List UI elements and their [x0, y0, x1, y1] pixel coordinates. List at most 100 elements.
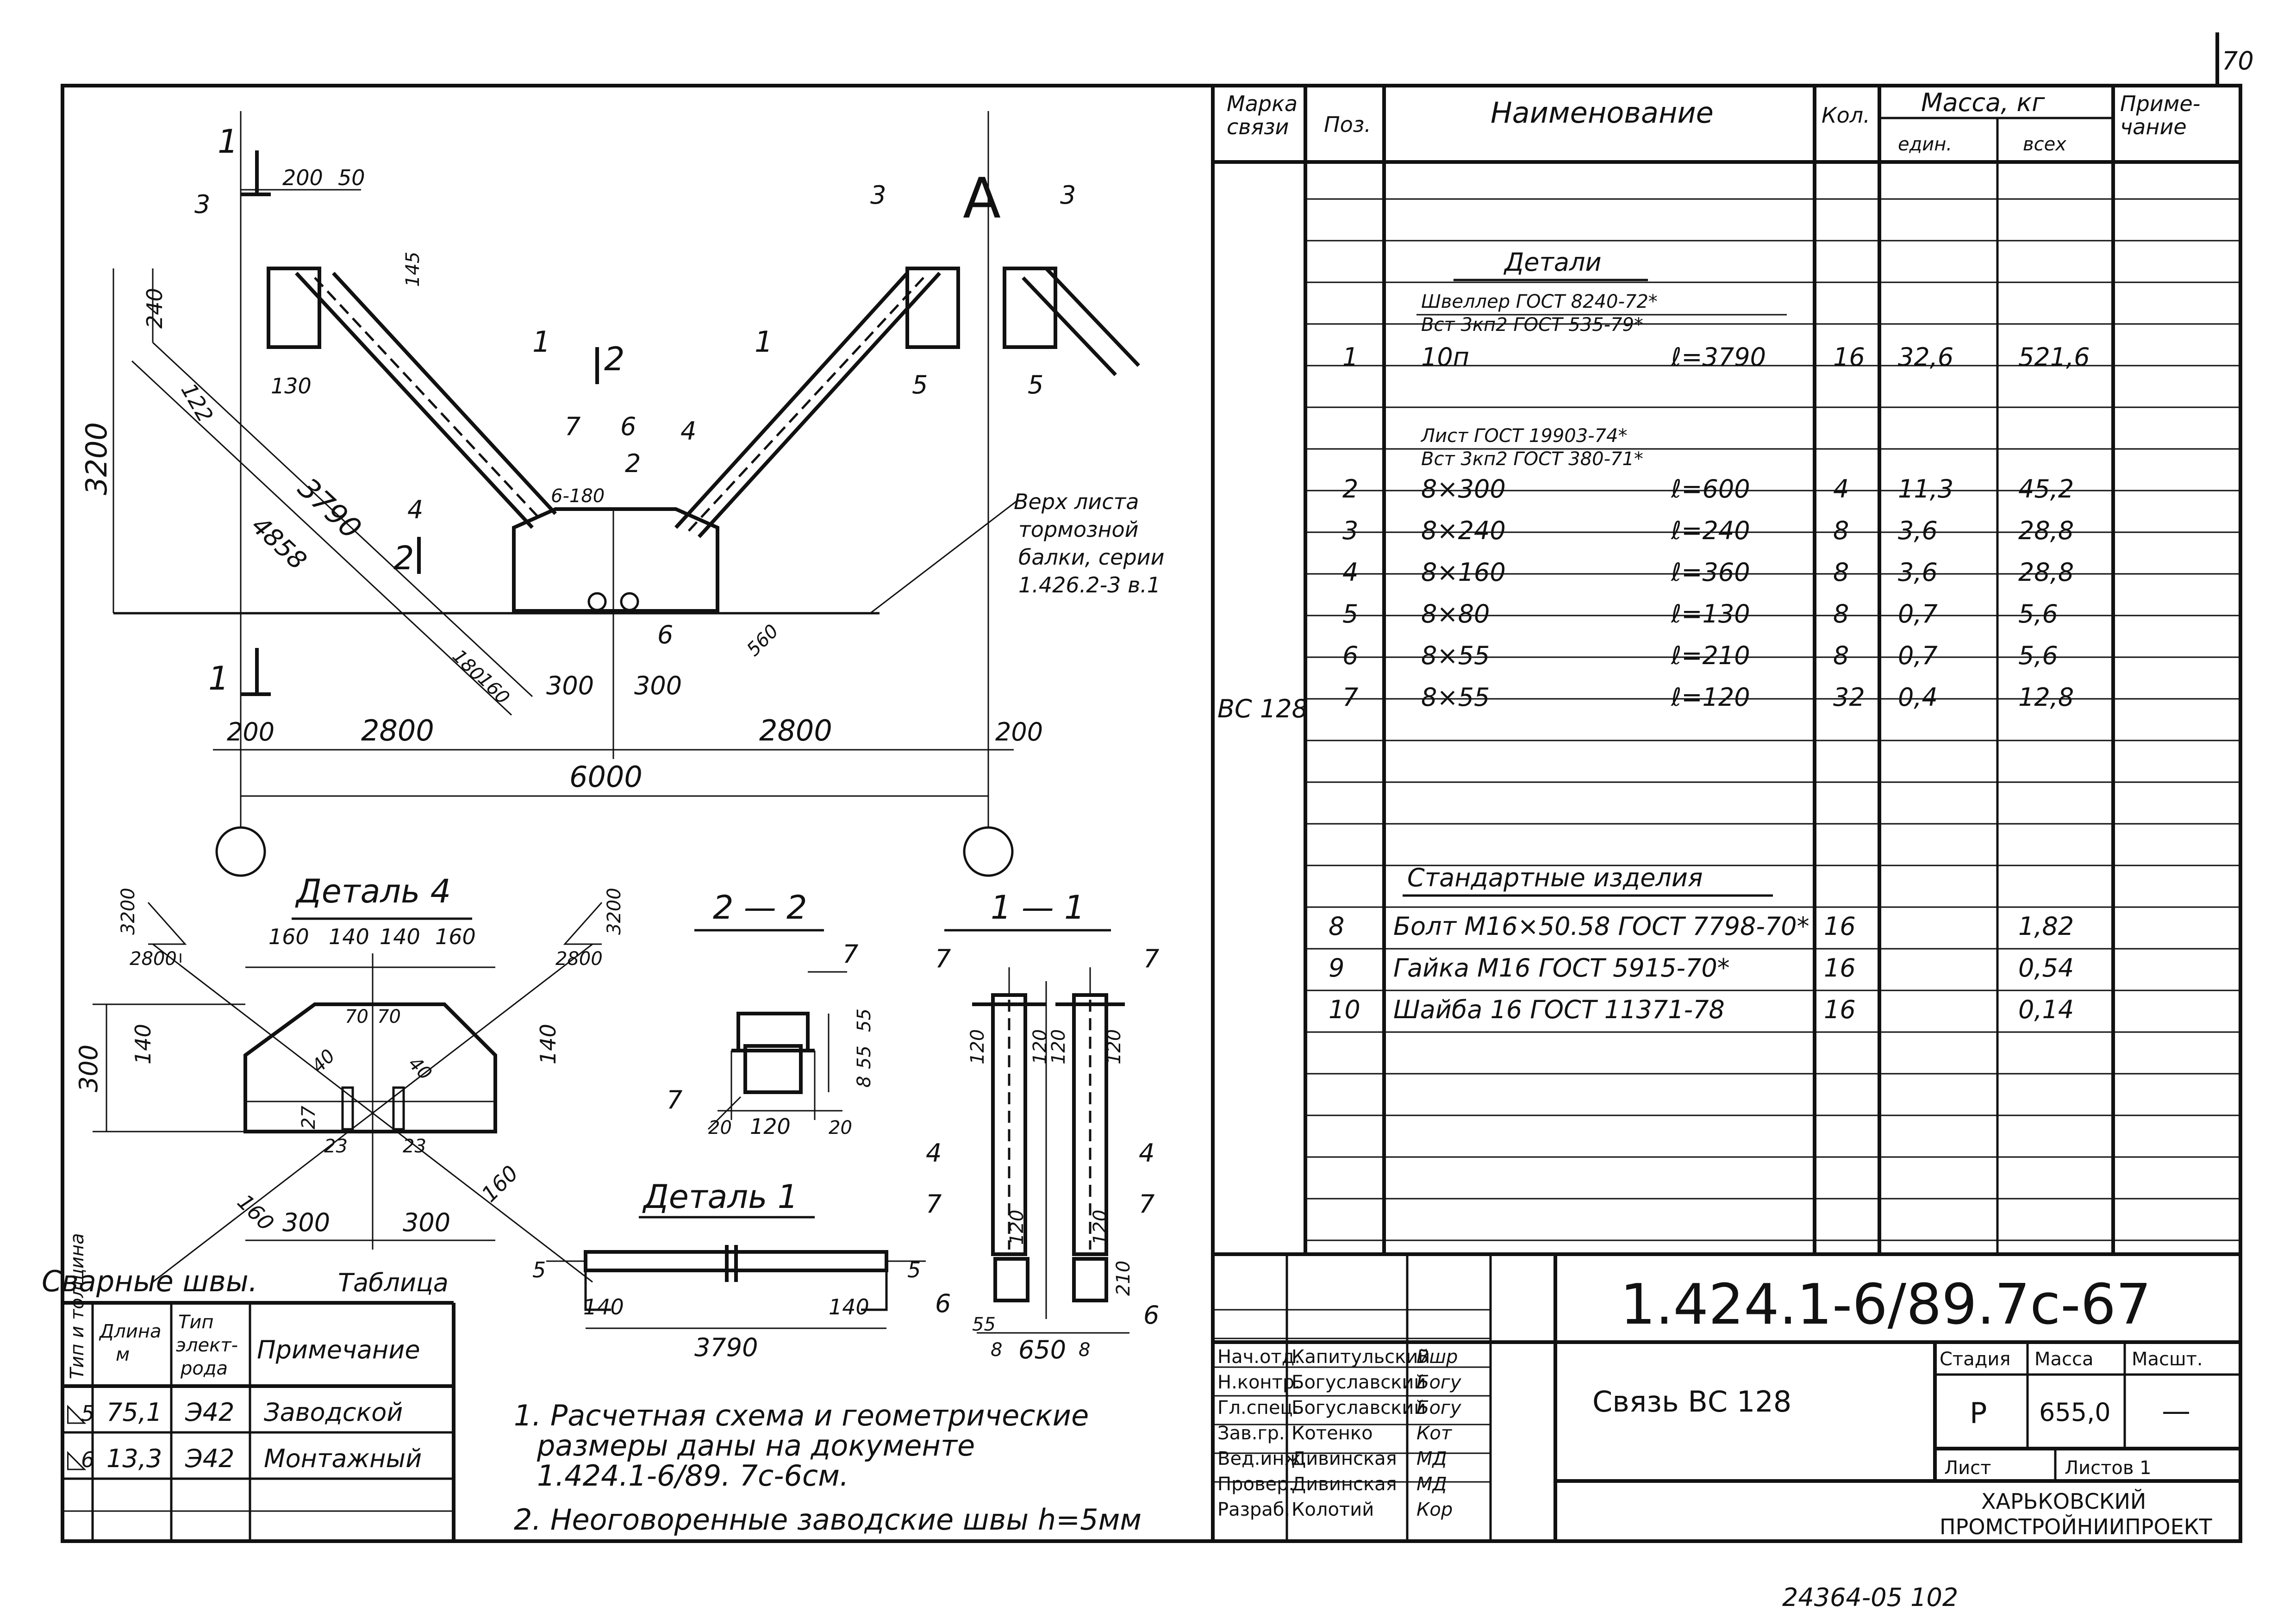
s11-pos-3: 4	[926, 1139, 942, 1168]
d4-dim-16: 27	[298, 1106, 319, 1129]
dim-edge-left: 200	[227, 717, 275, 747]
org-line-2: ПРОМСТРОЙНИИПРОЕКТ	[1940, 1514, 2212, 1539]
title-block-person: Богуславский	[1292, 1372, 1426, 1393]
pos-3-right: 3	[1060, 180, 1076, 210]
weld-header-length-unit: м	[116, 1344, 130, 1365]
spec-row-unit-mass: 32,6	[1898, 342, 1953, 372]
sheet-frame	[61, 84, 2242, 1543]
dim-50: 50	[338, 165, 365, 190]
spec-header-mark: Марка	[1227, 91, 1298, 116]
org-line-1: ХАРЬКОВСКИЙ	[1981, 1489, 2146, 1514]
d4-dim-18: 23	[403, 1136, 426, 1157]
spec-details-title: Детали	[1504, 248, 1602, 277]
section-1-1	[944, 929, 1129, 1334]
weld-header-type: Тип и толщина	[67, 1233, 88, 1379]
sheet-label: Лист	[1944, 1457, 1991, 1479]
s11-pos-4: 7	[926, 1189, 942, 1219]
d4-ratio-r-2: 2800	[555, 948, 603, 970]
spec-header-mark-2: связи	[1227, 114, 1289, 139]
pos-2: 2	[625, 449, 641, 478]
std-row-total-mass: 0,54	[2018, 953, 2074, 983]
title-block-signature: Богу	[1416, 1397, 1462, 1419]
d4-dim-9: 300	[74, 1045, 103, 1092]
spec-row-pos: 3	[1342, 516, 1358, 545]
d1-cut-left: 5	[532, 1257, 546, 1282]
std-row-pos: 8	[1329, 912, 1344, 941]
spec-header-note-2: чание	[2120, 114, 2187, 139]
s22-dim-3: 8	[854, 1076, 875, 1088]
title-block-role: Н.контр.	[1217, 1372, 1300, 1393]
spec-row-total-mass: 521,6	[2018, 342, 2090, 372]
d4-dim-7: 140	[131, 1024, 156, 1064]
weld-table	[62, 1301, 455, 1541]
detail-4	[93, 902, 603, 1283]
s11-pos-6: 7	[1139, 1189, 1154, 1219]
d4-dim-15: 40	[404, 1053, 436, 1085]
d4-dim-8: 140	[536, 1024, 561, 1064]
d4-ratio-r-1: 3200	[604, 888, 625, 935]
title-block-signature: МД	[1416, 1448, 1447, 1469]
detail-1	[546, 1216, 926, 1329]
weld-header-electrode: Тип	[178, 1312, 214, 1333]
pos-1-right: 1	[755, 325, 773, 359]
weld-row-electrode: Э42	[185, 1444, 234, 1473]
spec-row-length: ℓ=120	[1671, 683, 1750, 712]
d4-dim-1: 160	[268, 924, 309, 949]
spec-row-unit-mass: 11,3	[1898, 474, 1953, 504]
title-block-person: Богуславский	[1292, 1397, 1426, 1419]
spec-row-unit-mass: 3,6	[1898, 516, 1938, 545]
section-1-bottom: 1	[208, 660, 229, 697]
d4-dim-10: 300	[282, 1208, 330, 1237]
std-row-name: Шайба 16 ГОСТ 11371-78	[1393, 995, 1725, 1024]
spec-row-pos: 5	[1342, 599, 1358, 628]
pos-5-center: 5	[912, 370, 928, 399]
section-2-top: 2	[604, 340, 625, 378]
s22-dim-2: 55	[854, 1045, 875, 1069]
pos-4-right: 4	[680, 417, 696, 446]
title-block-frame	[1213, 1252, 2240, 1541]
s11-dim-11: 120	[1090, 1210, 1111, 1245]
spec-row-name: 8×160	[1421, 558, 1506, 587]
spec-header-name: Наименование	[1491, 96, 1714, 130]
std-row-total-mass: 0,14	[2018, 995, 2074, 1024]
s22-dim-1: 55	[854, 1008, 875, 1032]
s22-dim-6: 20	[829, 1117, 852, 1139]
pos-6-top: 6	[620, 412, 636, 441]
weld-row-note: Заводской	[264, 1398, 403, 1427]
spec-row-name: 8×240	[1421, 516, 1506, 545]
weld-header-note: Примечание	[257, 1335, 420, 1364]
note-line: 1. Расчетная схема и геометрические	[514, 1399, 1089, 1432]
spec-row-pos: 1	[1342, 342, 1358, 372]
note-line: 2. Неоговоренные заводские швы h=5мм	[514, 1503, 1142, 1537]
axis-marker-left	[215, 826, 266, 877]
d4-dim-12: 160	[232, 1189, 279, 1236]
spec-row-length: ℓ=600	[1671, 474, 1750, 504]
s11-dim-9: 210	[1113, 1261, 1134, 1296]
d1-cut-right: 5	[907, 1257, 921, 1282]
title-block-role: Нач.отд.	[1217, 1346, 1300, 1368]
axis-marker-right	[963, 826, 1014, 877]
section-2-2-title: 2 — 2	[713, 889, 807, 927]
d4-dim-13: 160	[477, 1161, 523, 1207]
weld-row-electrode: Э42	[185, 1398, 234, 1427]
title-block-signature: Кор	[1416, 1499, 1453, 1520]
dim-122: 122	[176, 379, 218, 427]
stage-value: Р	[1970, 1396, 1987, 1430]
sheet-corner-number: 70	[2222, 46, 2254, 75]
weld-row-length: 75,1	[106, 1398, 162, 1427]
s11-pos-2: 7	[1143, 944, 1159, 973]
d4-dim-3: 140	[380, 924, 420, 949]
title-block-signature: Кот	[1416, 1423, 1453, 1444]
dim-240: 240	[142, 288, 167, 329]
section-1-1-title: 1 — 1	[991, 889, 1085, 927]
weld-row-type: 5	[81, 1401, 94, 1426]
s11-pos-1: 7	[935, 944, 951, 973]
dim-130: 130	[271, 373, 312, 398]
axis-label: А	[963, 167, 1001, 231]
spec-row-qty: 8	[1833, 641, 1849, 670]
s11-dim-3: 120	[1048, 1029, 1069, 1064]
beam-note-3: балки, серии	[1018, 545, 1164, 570]
spec-table	[1211, 86, 2240, 1541]
s11-dim-8: 8	[1079, 1339, 1090, 1361]
